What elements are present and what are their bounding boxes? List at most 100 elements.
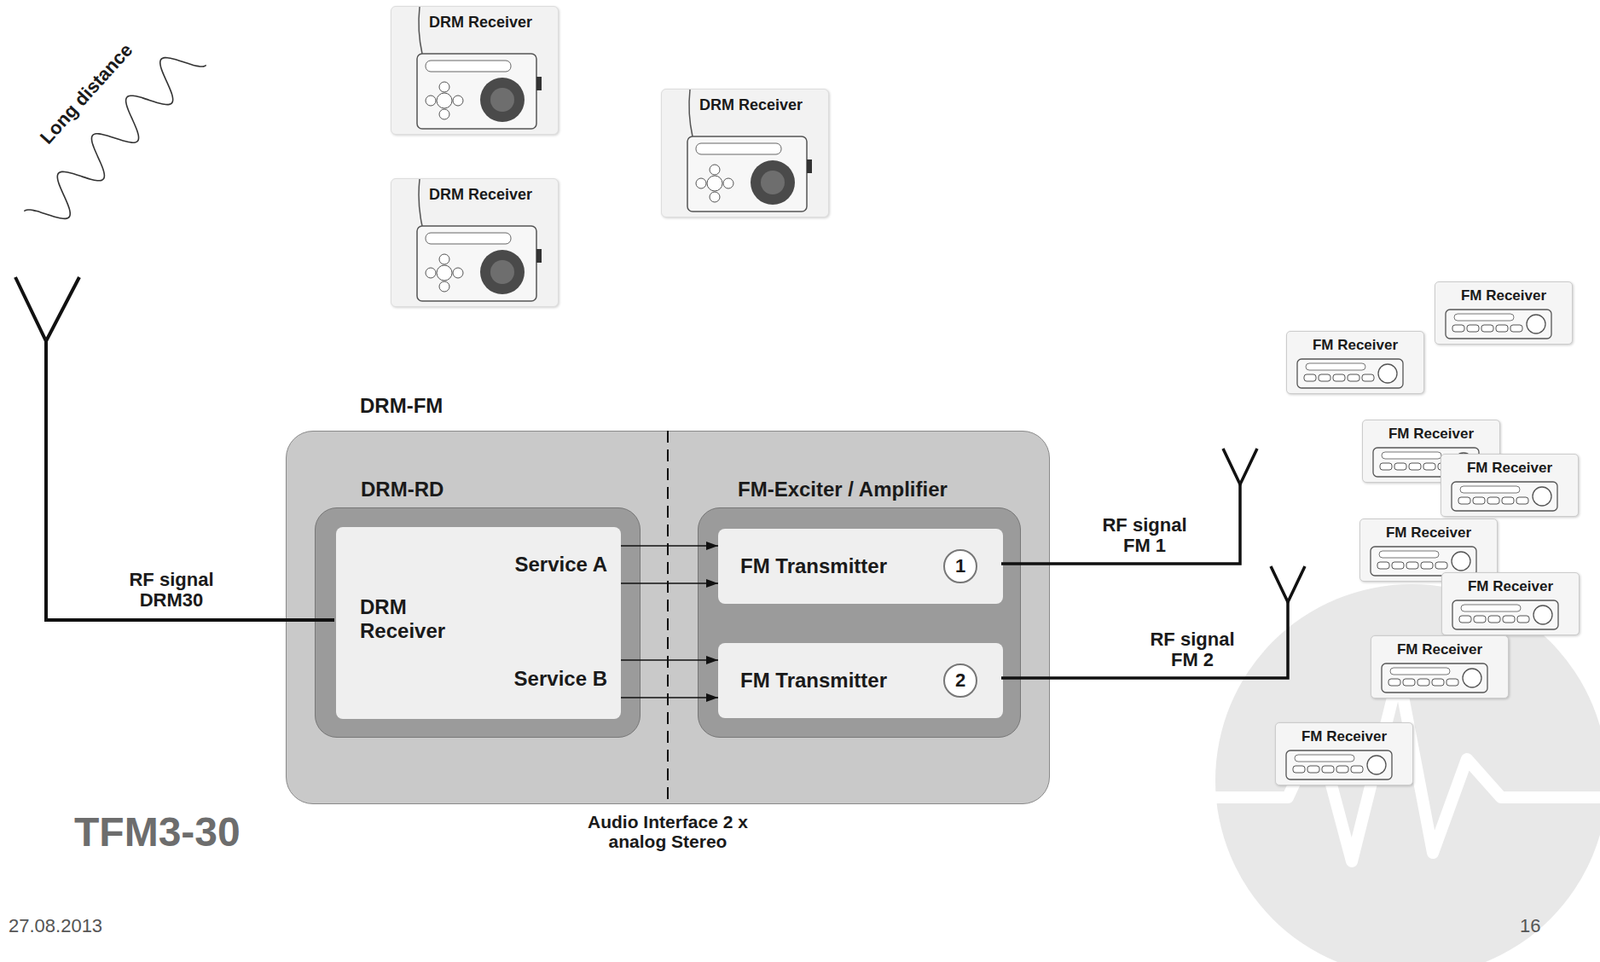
radio-button bbox=[1481, 324, 1494, 332]
radio-body bbox=[1297, 359, 1403, 389]
radio-body bbox=[1445, 309, 1552, 339]
radio-button bbox=[709, 164, 720, 175]
radio-display bbox=[1294, 754, 1355, 762]
radio-button bbox=[425, 95, 436, 106]
node-title: FM Transmitter bbox=[740, 668, 887, 693]
radio-display bbox=[1381, 452, 1442, 459]
radio-button bbox=[1431, 678, 1444, 686]
radio-button bbox=[1516, 497, 1529, 505]
rf-wire bbox=[1001, 484, 1241, 564]
watermark-pulse bbox=[1215, 673, 1600, 862]
node-title: FM-Exciter / Amplifier bbox=[737, 477, 948, 502]
radio-button bbox=[707, 175, 723, 192]
radio-button bbox=[1466, 324, 1479, 332]
radio-button bbox=[723, 178, 734, 189]
radio-display bbox=[1305, 363, 1366, 371]
model-name: TFM3-30 bbox=[74, 810, 241, 856]
radio-button bbox=[1350, 765, 1363, 773]
radio-button bbox=[439, 254, 450, 265]
radio-button bbox=[1417, 678, 1430, 686]
radio-button bbox=[1347, 374, 1360, 382]
watermark-circle bbox=[1215, 584, 1600, 962]
drm-receiver-card: DRM Receiver bbox=[390, 5, 559, 135]
radio-button bbox=[1472, 497, 1485, 505]
radio-display bbox=[1379, 550, 1439, 558]
radio-button bbox=[1406, 562, 1419, 569]
radio-button bbox=[1459, 615, 1472, 623]
fm2-antenna bbox=[1001, 566, 1305, 679]
radio-knob bbox=[1378, 364, 1398, 383]
audio-connector bbox=[620, 659, 719, 661]
radio-button bbox=[1394, 463, 1407, 470]
radio-body bbox=[1286, 750, 1392, 780]
radio-knob bbox=[1451, 551, 1471, 571]
fm-receiver-card: FM Receiver bbox=[1286, 330, 1425, 395]
antenna-symbol bbox=[15, 277, 80, 342]
transmitter-box: FM Transmitter 2 bbox=[718, 643, 1003, 719]
node-title: FM Receiver bbox=[1371, 641, 1508, 659]
date-label: 27.08.2013 bbox=[8, 915, 103, 937]
radio-body bbox=[417, 226, 537, 302]
radio-button bbox=[439, 81, 450, 93]
radio-display bbox=[1460, 604, 1521, 612]
antenna-wire bbox=[418, 179, 423, 227]
node-title: DRM-RD bbox=[360, 477, 444, 502]
radio-button bbox=[1391, 562, 1404, 569]
node-title: FM Receiver bbox=[1360, 524, 1497, 542]
signal-label: RF signal DRM30 bbox=[111, 569, 232, 611]
radio-knob bbox=[1526, 314, 1546, 334]
radio-body bbox=[1452, 600, 1559, 630]
radio-button bbox=[1495, 324, 1508, 332]
interface-divider bbox=[666, 430, 669, 801]
drm-receiver-card: DRM Receiver bbox=[660, 88, 829, 218]
radio-display bbox=[425, 60, 511, 72]
radio-knob bbox=[1462, 668, 1482, 688]
radio-knob bbox=[1367, 755, 1386, 775]
node-title: FM Transmitter bbox=[740, 554, 887, 579]
node-title: DRM Receiver bbox=[428, 13, 533, 32]
node-title: DRM Receiver bbox=[428, 185, 533, 204]
rf-wire bbox=[46, 341, 335, 621]
radio-button bbox=[709, 191, 720, 203]
radio-button bbox=[436, 92, 453, 109]
drm-antenna bbox=[15, 277, 335, 621]
radio-speaker-cone bbox=[760, 170, 785, 195]
fm1-antenna bbox=[1001, 448, 1258, 564]
node-title: FM Receiver bbox=[1275, 728, 1413, 746]
radio-button bbox=[1307, 765, 1320, 773]
radio-button bbox=[1501, 497, 1514, 505]
fm-receiver-card: FM Receiver bbox=[1370, 635, 1509, 699]
fm-receiver-card: FM Receiver bbox=[1275, 722, 1414, 786]
radio-button bbox=[695, 178, 707, 189]
page-number: 16 bbox=[1519, 915, 1541, 937]
callout-number: 2 bbox=[943, 663, 978, 698]
radio-button bbox=[1517, 615, 1530, 623]
radio-button bbox=[1388, 678, 1401, 686]
signal-label: RF signal FM 1 bbox=[1093, 515, 1196, 557]
radio-button bbox=[1487, 497, 1500, 505]
radio-display bbox=[695, 143, 782, 155]
radio-button bbox=[1435, 562, 1448, 569]
antenna-symbol bbox=[1270, 566, 1305, 603]
node-title: DRM-FM bbox=[359, 394, 443, 418]
radio-knob bbox=[1533, 605, 1553, 625]
radio-side-knob bbox=[806, 159, 812, 174]
radio-body bbox=[417, 53, 537, 129]
radio-button bbox=[1362, 374, 1374, 382]
radio-button bbox=[452, 267, 464, 279]
radio-side-knob bbox=[536, 249, 542, 263]
node-title: DRM Receiver bbox=[359, 595, 463, 643]
radio-speaker bbox=[480, 249, 525, 295]
radio-button bbox=[436, 265, 453, 281]
node-title: FM Receiver bbox=[1442, 578, 1579, 596]
service-label: Service B bbox=[514, 666, 608, 691]
radio-button bbox=[1458, 497, 1471, 505]
audio-connector bbox=[620, 544, 719, 547]
audio-connector bbox=[620, 582, 719, 585]
radio-display bbox=[1390, 667, 1450, 675]
transmitter-box: FM Transmitter1 bbox=[718, 528, 1003, 604]
radio-button bbox=[439, 281, 450, 292]
radio-button bbox=[1488, 615, 1501, 623]
radio-display bbox=[1454, 313, 1514, 321]
node-title: FM Receiver bbox=[1441, 459, 1578, 477]
